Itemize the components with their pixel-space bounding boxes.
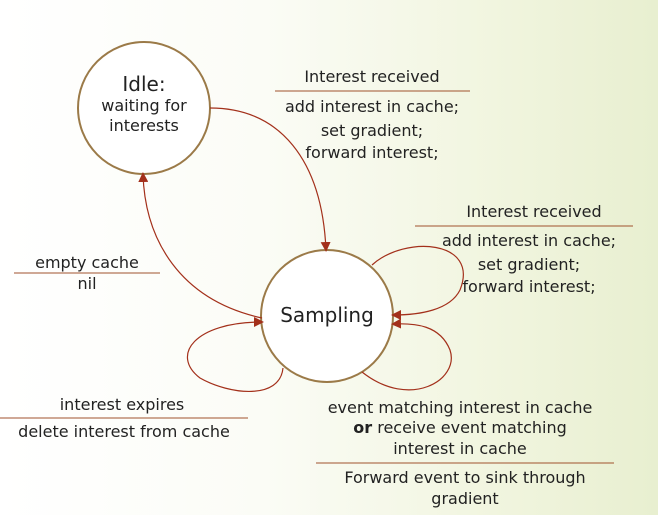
idle-line3: interests xyxy=(109,116,179,135)
idle-to-sampling-action-1: add interest in cache; xyxy=(284,97,460,116)
event-matching-trigger-2-text: receive event matching xyxy=(372,418,567,437)
idle-to-sampling-trigger: Interest received xyxy=(304,67,440,86)
arrow-idle-to-sampling xyxy=(209,107,331,252)
loop-event-matching xyxy=(361,318,452,391)
loop-interest-received xyxy=(371,245,464,320)
idle-line2: waiting for xyxy=(101,96,187,115)
empty-cache-trigger: empty cache xyxy=(35,253,139,272)
arrow-sampling-to-idle xyxy=(138,172,263,319)
loop-interest-action-1: add interest in cache; xyxy=(441,231,617,250)
interest-expires-action: delete interest from cache xyxy=(18,422,230,441)
idle-state-label: Idle: waiting for interests xyxy=(84,72,204,136)
interest-expires-trigger: interest expires xyxy=(59,395,185,414)
empty-cache-action: nil xyxy=(77,274,97,293)
loop-interest-action-3: forward interest; xyxy=(462,277,596,296)
sampling-state-label: Sampling xyxy=(280,303,374,327)
event-matching-action-2: gradient xyxy=(431,489,499,508)
loop-interest-trigger: Interest received xyxy=(466,202,602,221)
idle-to-sampling-action-2: set gradient; xyxy=(320,121,424,140)
loop-interest-expires xyxy=(186,317,284,392)
idle-title: Idle: xyxy=(122,72,166,96)
loop-interest-action-2: set gradient; xyxy=(477,255,581,274)
event-matching-trigger-2: or receive event matching xyxy=(306,417,614,439)
event-matching-action-1: Forward event to sink through xyxy=(344,468,586,487)
event-matching-trigger-3: interest in cache xyxy=(393,439,527,458)
event-matching-or: or xyxy=(353,418,373,437)
event-matching-trigger-1: event matching interest in cache xyxy=(327,398,593,417)
idle-to-sampling-action-3: forward interest; xyxy=(305,143,439,162)
